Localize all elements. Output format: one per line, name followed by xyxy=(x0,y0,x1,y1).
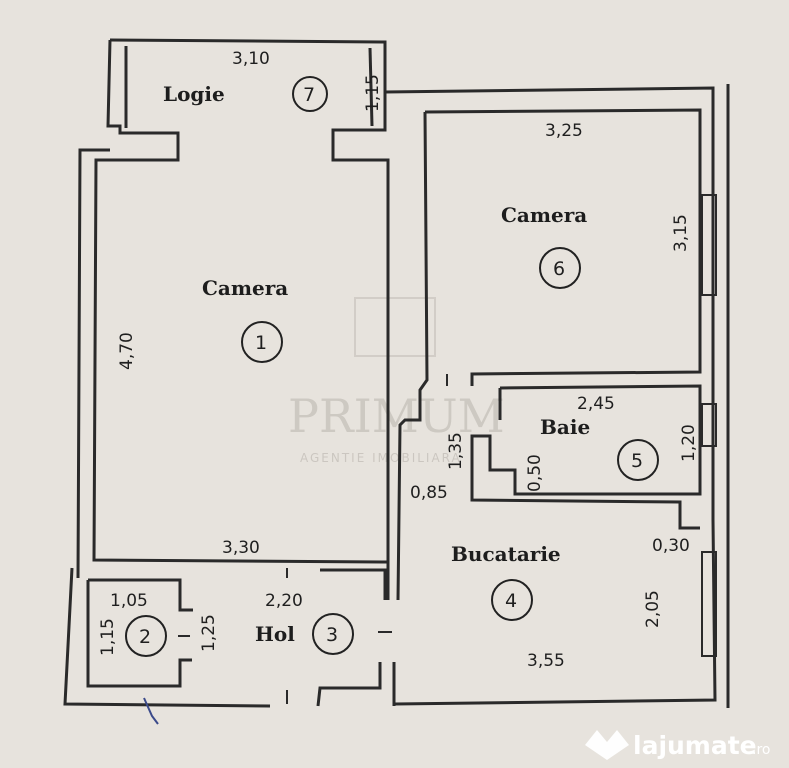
room-marker-circle xyxy=(241,321,283,363)
dim-bucatarie-height: 2,05 xyxy=(643,590,663,628)
room-number-7: 7 xyxy=(303,84,315,106)
room-label-hol: Hol xyxy=(255,622,295,646)
room-marker-circle xyxy=(617,439,659,481)
room-number-5: 5 xyxy=(631,450,643,472)
room-label-bucatarie: Bucatarie xyxy=(451,542,561,566)
dim-closet-height-right: 1,25 xyxy=(199,614,219,652)
dim-logie-depth: 1,15 xyxy=(363,74,383,112)
brand-name: lajumate xyxy=(633,731,757,760)
dim-closet-height-left: 1,15 xyxy=(98,618,118,656)
dim-camera1-width: 3,30 xyxy=(222,538,260,558)
dim-camera6-width: 3,25 xyxy=(545,121,583,141)
dim-logie-width: 3,10 xyxy=(232,49,270,69)
dim-bucatarie-offset: 0,30 xyxy=(652,536,690,556)
heart-icon xyxy=(585,730,629,760)
dim-hol-height-upper: 1,35 xyxy=(446,432,466,470)
dim-hol-width-upper: 0,85 xyxy=(410,483,448,503)
room-marker-circle xyxy=(491,579,533,621)
dim-camera1-height: 4,70 xyxy=(117,332,137,370)
primum-watermark: PRIMUM AGENTIE IMOBILIARA xyxy=(288,297,505,465)
room-label-baie: Baie xyxy=(540,415,590,439)
dim-bucatarie-width: 3,55 xyxy=(527,651,565,671)
dim-baie-height: 1,20 xyxy=(679,424,699,462)
watermark-subtitle: AGENTIE IMOBILIARA xyxy=(300,451,462,465)
room-label-camera-6: Camera xyxy=(501,203,587,227)
room-label-logie: Logie xyxy=(163,82,225,106)
dim-baie-width: 2,45 xyxy=(577,394,615,414)
dim-camera6-height: 3,15 xyxy=(671,214,691,252)
lajumate-logo: lajumate .ro xyxy=(585,730,770,760)
room-number-2: 2 xyxy=(139,626,151,648)
room-label-camera-1: Camera xyxy=(202,276,288,300)
walls xyxy=(63,38,730,708)
room-number-6: 6 xyxy=(553,258,565,280)
room-number-3: 3 xyxy=(326,624,338,646)
dim-hol-width: 2,20 xyxy=(265,591,303,611)
room-marker-circle xyxy=(312,613,354,655)
room-marker-circle xyxy=(125,615,167,657)
watermark-name: PRIMUM xyxy=(288,389,505,443)
room-number-4: 4 xyxy=(505,590,517,612)
room-number-1: 1 xyxy=(255,332,267,354)
brand-suffix: .ro xyxy=(752,742,770,758)
room-marker-circle xyxy=(292,76,328,112)
pen-mark xyxy=(143,697,159,725)
dim-baie-niche: 0,50 xyxy=(525,454,545,492)
room-marker-circle xyxy=(539,247,581,289)
dim-closet-width: 1,05 xyxy=(110,591,148,611)
